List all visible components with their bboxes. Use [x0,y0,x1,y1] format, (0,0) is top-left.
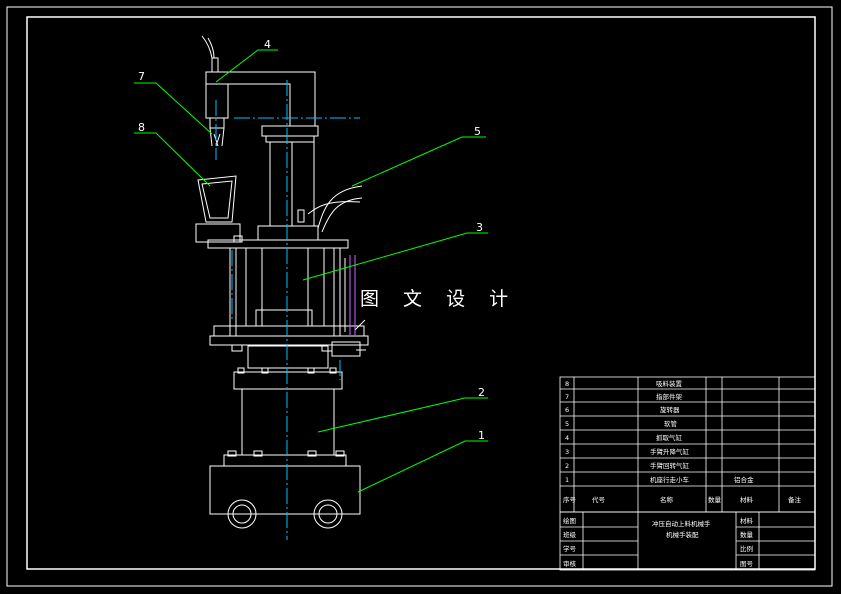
watermark-text: 图 文 设 计 [360,288,518,310]
column [257,125,319,241]
part-3-no: 3 [565,448,569,456]
base-cart [209,450,361,529]
leader-7 [134,82,213,135]
header-material: 材料 [740,495,754,504]
part-6-no: 6 [565,406,569,414]
part-1-material: 铝合金 [734,475,754,484]
rotary-cylinder [233,345,343,456]
inner-frame [26,16,816,570]
lift-cylinder [207,239,349,336]
leader-4 [215,49,278,83]
part-1-no: 1 [565,476,569,484]
lower-plate [209,319,369,357]
arm [205,57,316,147]
header-no: 序号 [563,495,577,504]
label-review: 审核 [563,559,577,568]
part-4-no: 4 [565,434,569,442]
title-line-2: 机械手装配 [666,530,699,539]
callout-labels: 1 2 3 4 5 7 8 [138,38,485,442]
part-2-no: 2 [565,462,569,470]
header-qty: 数量 [708,495,722,504]
part-7-no: 7 [565,393,569,401]
leader-3 [302,232,488,281]
label-scale: 比例 [740,544,753,553]
header-code: 代号 [592,495,606,504]
part-5-name: 软管 [664,419,678,428]
hoses [201,35,363,233]
label-quantity: 数量 [740,530,754,539]
machine-assembly [195,35,369,529]
callout-1: 1 [478,429,485,442]
hopper [195,175,243,243]
part-1-name: 机座行走小车 [650,475,690,484]
centerlines [215,80,360,540]
leader-1 [357,440,488,493]
outer-frame [6,6,833,587]
label-student-no: 学号 [563,544,577,553]
callout-7: 7 [138,70,145,83]
title-line-1: 冲压自动上料机械手 [652,519,711,528]
leader-8 [134,132,211,187]
part-6-name: 旋转器 [660,405,680,414]
callout-4: 4 [264,38,271,51]
callout-3: 3 [476,221,483,234]
guide-rods [349,255,356,335]
parts-table [559,376,816,571]
part-8-no: 8 [565,380,569,388]
callout-8: 8 [138,121,145,134]
part-8-name: 吸料装置 [656,379,683,388]
part-5-no: 5 [565,420,569,428]
leader-2 [317,397,488,433]
part-7-name: 指部件架 [656,392,683,401]
label-drawing-no: 图号 [740,560,754,568]
leader-lines [134,49,488,493]
callout-2: 2 [478,386,485,399]
label-material: 材料 [740,516,754,525]
parts-list-text: 8 吸料装置 7 指部件架 6 旋转器 5 软管 4 抓取气缸 3 手臂升降气缸… [563,379,802,568]
part-2-name: 手臂回转气缸 [650,461,690,470]
header-remark: 备注 [788,495,802,504]
label-drawn: 绘图 [563,516,576,525]
part-3-name: 手臂升降气缸 [650,447,690,456]
header-name: 名称 [660,495,674,504]
label-class: 班级 [563,530,577,539]
part-4-name: 抓取气缸 [656,433,683,442]
callout-5: 5 [474,125,481,138]
leader-5 [351,136,486,187]
